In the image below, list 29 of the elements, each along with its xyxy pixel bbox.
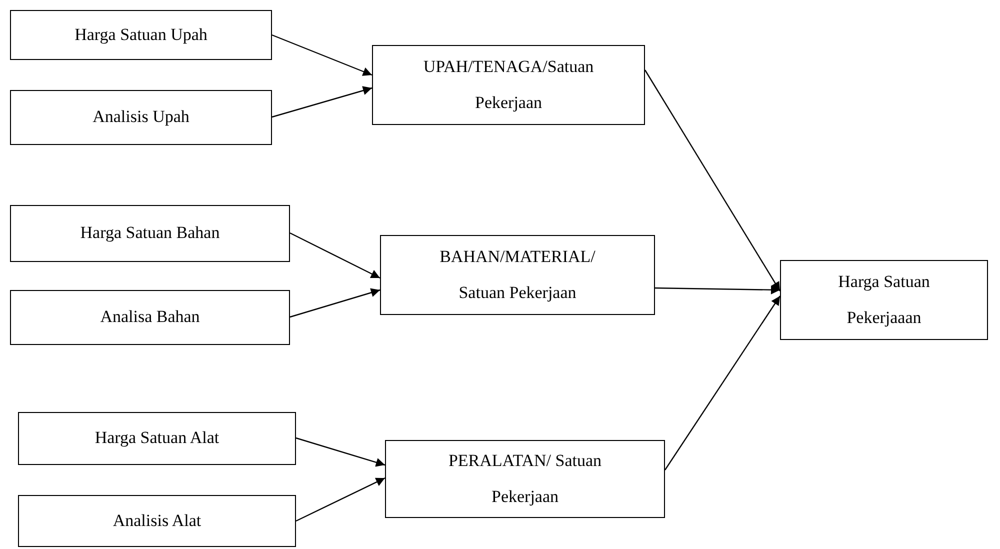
- arrow: [644, 70, 781, 292]
- process-box: [372, 45, 645, 125]
- arrow: [272, 34, 372, 76]
- arrow: [296, 437, 386, 467]
- process-box: [18, 495, 296, 547]
- box-label: Harga Satuan Pekerjaaan: [837, 271, 931, 329]
- process-box: [10, 90, 272, 145]
- arrow: [272, 86, 372, 118]
- arrow: [654, 285, 780, 294]
- box-label: BAHAN/MATERIAL/ Satuan Pekerjaan: [438, 246, 596, 304]
- process-box: [10, 290, 290, 345]
- process-box: [18, 412, 296, 465]
- box-label: UPAH/TENAGA/Satuan Pekerjaan: [422, 56, 595, 114]
- box-label: Harga Satuan Bahan: [79, 223, 221, 244]
- box-label: PERALATAN/ Satuan Pekerjaan: [447, 450, 603, 508]
- arrow: [664, 296, 780, 470]
- process-box: [385, 440, 665, 518]
- box-label: Harga Satuan Upah: [74, 24, 208, 46]
- arrow: [296, 477, 386, 522]
- process-box: [10, 205, 290, 262]
- process-box: [380, 235, 655, 315]
- process-box: [780, 260, 988, 340]
- process-box: [10, 10, 272, 60]
- box-label: Analisis Alat: [112, 510, 202, 532]
- box-label: Analisis Upah: [92, 107, 190, 128]
- arrow: [290, 288, 380, 318]
- box-label: Harga Satuan Alat: [94, 428, 220, 449]
- box-label: Analisa Bahan: [99, 307, 201, 328]
- arrow: [290, 232, 380, 279]
